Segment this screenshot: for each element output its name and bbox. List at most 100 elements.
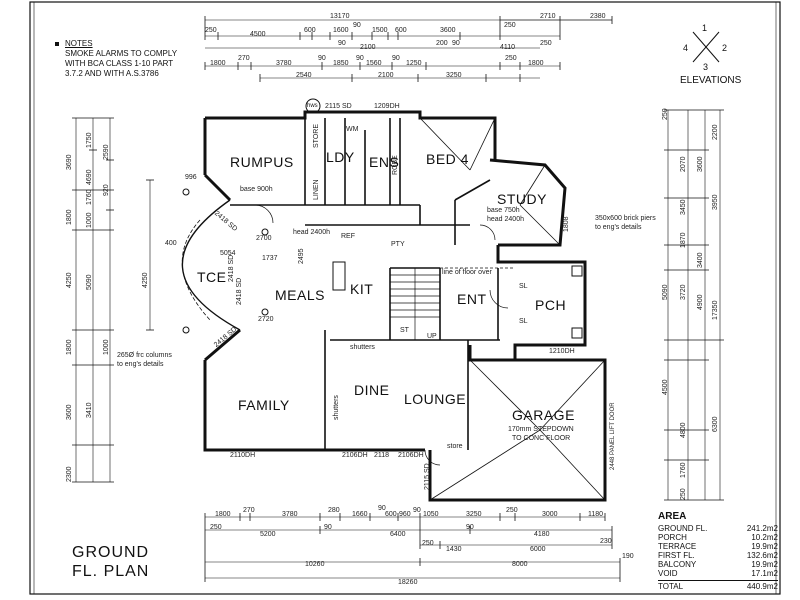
- bottom-dim-r1-5: 1660: [352, 511, 368, 518]
- bottom-dim-r5-1: 18260: [398, 579, 418, 586]
- room-study: STUDY: [497, 191, 547, 207]
- bottom-dim-r1-9: 90: [413, 507, 421, 514]
- bottom-dim-r1-11: 3250: [466, 511, 482, 518]
- room-tce: TCE: [197, 269, 227, 285]
- label-store: STORE: [313, 124, 320, 148]
- area-row-value: 19.9m2: [751, 542, 778, 551]
- area-row-value: 10.2m2: [751, 533, 778, 542]
- label-brick-piers-2: to eng's details: [595, 224, 642, 231]
- room-ldy: LDY: [326, 149, 355, 165]
- label-win-2115sd: 2115 SD: [325, 103, 352, 110]
- label-up: UP: [427, 333, 437, 340]
- right-dim-3: 2070: [680, 156, 687, 172]
- label-store-2: store: [447, 443, 463, 450]
- hws-circle: [305, 98, 321, 114]
- area-row-label: TERRACE: [658, 542, 697, 551]
- elevation-num-3: 3: [703, 62, 709, 72]
- top-dim-2: 4500: [250, 31, 266, 38]
- roof-hip-lines: [419, 117, 606, 501]
- terrace-inner-curve: [181, 219, 211, 321]
- right-dim-17: 250: [680, 488, 687, 500]
- area-total-label: TOTAL: [658, 582, 684, 591]
- bottom-dim-r2-2: 5200: [260, 531, 276, 538]
- label-head-2400h-2: head 2400h: [487, 216, 524, 223]
- area-heading: AREA: [658, 511, 687, 522]
- top-dim-7: 600: [395, 27, 407, 34]
- top-dim-r2b-5: 1850: [333, 60, 349, 67]
- top-dim-r2b-2: 270: [238, 55, 250, 62]
- elevation-compass-symbol: [692, 31, 720, 63]
- top-dim-8: 3600: [440, 27, 456, 34]
- left-dim-terrace: 4250: [142, 272, 149, 288]
- label-panel-door: 2448 PANEL LIFT DOOR: [610, 402, 616, 470]
- top-dim-6: 1500: [372, 27, 388, 34]
- bottom-dim-r2-5: 90: [466, 524, 474, 531]
- top-dim-r3-2: 2100: [378, 72, 394, 79]
- area-row: TERRACE 19.9m2: [658, 542, 778, 551]
- label-frc-cols: 265Ø frc columns: [117, 352, 172, 359]
- right-dim-6: 3950: [712, 194, 719, 210]
- elevation-num-1: 1: [702, 23, 708, 33]
- door-swings: [254, 204, 509, 466]
- right-dim-9: 3720: [680, 284, 687, 300]
- left-dimension-lines: [72, 117, 154, 483]
- label-shutters-2: shutters: [333, 395, 340, 420]
- misc-dim-2495: 2495: [298, 248, 305, 264]
- bottom-dim-r1-4: 280: [328, 507, 340, 514]
- bottom-dim-r2-6: 4180: [534, 531, 550, 538]
- notes-heading: NOTES: [65, 39, 93, 48]
- terrace-columns: [182, 188, 269, 334]
- bottom-dim-r4-3: 190: [622, 553, 634, 560]
- top-dim-r2b-10: 4110: [500, 44, 516, 51]
- area-total-value: 440.9m2: [746, 582, 778, 591]
- top-dim-r2b-6: 90: [356, 55, 364, 62]
- top-dim-r2b-3: 3780: [276, 60, 292, 67]
- staircase: [390, 268, 440, 340]
- label-stepdown-2: TO CONC FLOOR: [512, 435, 571, 442]
- left-dim-14: 3410: [86, 402, 93, 418]
- left-dim-12: 1000: [103, 339, 110, 355]
- right-dim-10: 4900: [697, 294, 704, 310]
- label-robe: ROBE: [392, 155, 399, 175]
- area-row-label: BALCONY: [658, 560, 697, 569]
- label-stepdown: 170mm STEPDOWN: [508, 426, 574, 433]
- left-dim-11: 1800: [66, 339, 73, 355]
- right-dim-4: 3600: [697, 156, 704, 172]
- bottom-dim-r2-1: 250: [210, 524, 222, 531]
- label-hws: hws: [307, 103, 318, 109]
- top-dim-10: 2710: [540, 13, 556, 20]
- misc-dim-2700: 2700: [256, 235, 272, 242]
- area-row: FIRST FL.132.6m2: [658, 551, 778, 560]
- label-frc-cols-2: to eng's details: [117, 361, 164, 368]
- bottom-dim-r1-14: 1180: [588, 511, 604, 518]
- room-meals: MEALS: [275, 287, 325, 303]
- area-row-value: 132.6m2: [746, 551, 778, 560]
- bottom-dim-r4-2: 8000: [512, 561, 528, 568]
- room-rumpus: RUMPUS: [230, 154, 294, 170]
- label-floor-over: line of floor over: [442, 269, 492, 276]
- room-ens: ENS: [369, 154, 400, 170]
- right-dim-8: 5090: [662, 284, 669, 300]
- label-win-2106dh: 2106DH: [342, 452, 368, 459]
- top-dim-r3-4: 1800: [528, 60, 544, 67]
- right-dim-16: 1760: [680, 462, 687, 478]
- misc-dim-996: 996: [185, 174, 197, 181]
- right-dim-12: 17350: [712, 300, 719, 320]
- bottom-dim-r1-6: 90: [378, 505, 386, 512]
- room-dine: DINE: [354, 382, 390, 398]
- top-dim-4: 1600: [333, 27, 349, 34]
- bottom-dim-r3-2: 1430: [446, 546, 462, 553]
- top-dim-r2b-8: 90: [392, 55, 400, 62]
- bottom-dim-r1-3: 3780: [282, 511, 298, 518]
- label-st: ST: [400, 327, 409, 334]
- label-win-2115sd-2: 2115 SD: [424, 463, 431, 490]
- room-lounge: LOUNGE: [404, 391, 467, 407]
- left-dim-4: 4690: [86, 169, 93, 185]
- right-dim-7: 1870: [680, 232, 687, 248]
- area-row-label: PORCH: [658, 533, 687, 542]
- bottom-dim-r4-1: 10260: [305, 561, 325, 568]
- area-row-label: GROUND FL.: [658, 524, 708, 533]
- label-head-2400h: head 2400h: [293, 229, 330, 236]
- top-dim-r2-1: 90: [338, 40, 346, 47]
- left-dim-6: 920: [103, 184, 110, 196]
